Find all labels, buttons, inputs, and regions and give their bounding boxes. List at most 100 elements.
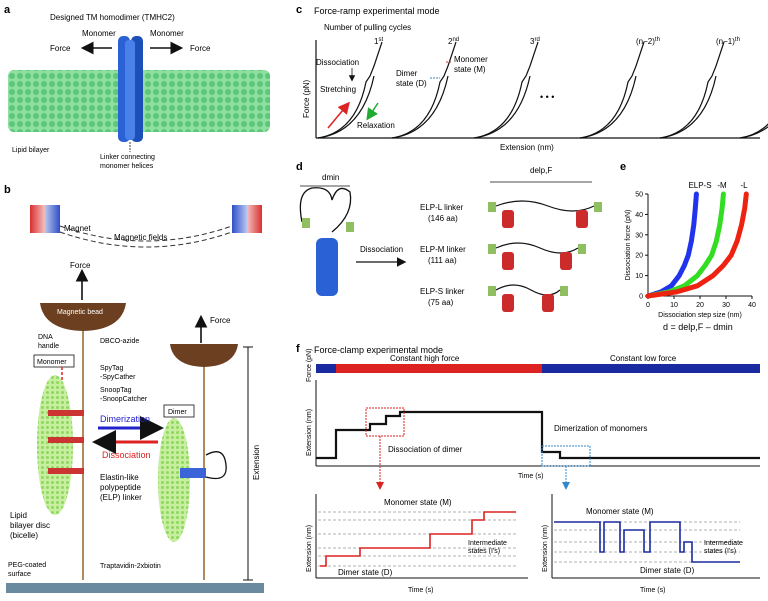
linker-handle-right bbox=[594, 202, 602, 212]
peg-label-1: PEG-coated bbox=[8, 562, 46, 569]
constant-low-label: Constant low force bbox=[610, 354, 677, 363]
panel-a-label: a bbox=[4, 4, 11, 16]
panel-a: a Designed TM homodimer (TMHC2) Monomer … bbox=[4, 4, 270, 170]
linker-note-line1: Linker connecting bbox=[100, 154, 155, 161]
compact-dimer bbox=[302, 218, 354, 296]
inset-left-dimer: Dimer state (D) bbox=[338, 568, 393, 577]
inset-left-intermediate-2: states (I's) bbox=[468, 548, 500, 555]
force-left-label: Force bbox=[50, 44, 71, 53]
spytag-label-1: SpyTag bbox=[100, 365, 123, 372]
dimerization-box bbox=[541, 445, 591, 467]
tm-homodimer-helices bbox=[118, 36, 143, 142]
stretching-label: Stretching bbox=[320, 85, 356, 94]
cycle-number-suffix: st bbox=[378, 37, 383, 43]
chart-y-label: Dissociation force (pN) bbox=[625, 210, 632, 281]
cycle-number-label: 3rd bbox=[530, 37, 540, 46]
panel-a-title: Designed TM homodimer (TMHC2) bbox=[50, 13, 175, 22]
linker-length: (111 aa) bbox=[428, 256, 457, 265]
chart-x-tick-label: 0 bbox=[646, 302, 650, 309]
inset-right-trace bbox=[554, 521, 740, 563]
panel-b: b Magnet Magnetic fields Force Magnetic … bbox=[4, 184, 264, 593]
delp-label: delp,F bbox=[530, 166, 552, 175]
relaxation-label: Relaxation bbox=[357, 121, 395, 130]
elp-loop-right bbox=[205, 451, 227, 480]
cycle-stretch-curve bbox=[473, 41, 539, 139]
inset-left-xlabel: Time (s) bbox=[408, 587, 433, 594]
monomer-box bbox=[33, 354, 75, 368]
pulling-cycle: 3rd bbox=[473, 37, 540, 139]
chart-legend-entry: ELP-S bbox=[688, 181, 711, 190]
monomer-helix-left bbox=[502, 252, 514, 270]
panel-d: d dmin Dissociation delp,F ELP-L linker(… bbox=[296, 161, 602, 312]
linker-handle-left bbox=[488, 286, 496, 296]
chart-x-tick-label: 40 bbox=[748, 302, 756, 309]
monomer-right-label: Monomer bbox=[150, 29, 184, 38]
magnetic-bead-right bbox=[170, 344, 238, 367]
chart-y-tick-label: 10 bbox=[635, 273, 643, 280]
cycle-relax-curve bbox=[473, 75, 531, 139]
dimer-box-label: Dimer bbox=[168, 409, 187, 416]
snooptag-label-2: -SnoopCatcher bbox=[100, 396, 148, 403]
lipid-bilayer-label: Lipid bilayer bbox=[12, 147, 50, 154]
dna-handle-label-1: DNA bbox=[38, 334, 53, 341]
dimer-state-label-1: Dimer bbox=[396, 69, 418, 78]
elp-linker-label-2: polypeptide bbox=[100, 483, 141, 492]
snooptag-label-1: SnoopTag bbox=[100, 387, 132, 394]
magnet-right bbox=[232, 205, 262, 233]
linker-handle-left bbox=[488, 244, 496, 254]
dimer-state-label-2: state (D) bbox=[396, 79, 427, 88]
linker-variant: ELP-M linker(111 aa) bbox=[420, 242, 586, 270]
extension-label-b: Extension bbox=[252, 445, 261, 480]
panel-c: c Force-ramp experimental mode Number of… bbox=[296, 4, 768, 152]
extension-trace bbox=[316, 410, 760, 460]
force-right-label: Force bbox=[190, 44, 211, 53]
panel-d-label: d bbox=[296, 161, 303, 173]
force-axis-label: Force (pN) bbox=[306, 349, 313, 382]
cycles-title: Number of pulling cycles bbox=[324, 23, 411, 32]
cycle-number-label: 2nd bbox=[448, 37, 459, 46]
chart-y-tick-label: 50 bbox=[635, 192, 643, 199]
linker-variant: ELP-L linker(146 aa) bbox=[420, 200, 602, 228]
cycle-number-label: (n−2)th bbox=[636, 37, 660, 46]
pulling-cycle: 1st bbox=[317, 37, 383, 139]
monomer-helix-left bbox=[502, 210, 514, 228]
force-bar-low-left bbox=[316, 364, 336, 373]
cycle-stretch-curve bbox=[317, 41, 383, 139]
cycle-relax-curve bbox=[579, 75, 637, 139]
linker-note-line2: monomer helices bbox=[100, 163, 154, 170]
dimerization-monomers-label: Dimerization of monomers bbox=[554, 424, 647, 433]
pulling-cycle: (n−1)th bbox=[659, 37, 740, 139]
peg-label-2: surface bbox=[8, 571, 31, 578]
traptavidin-label: Traptavidin-2xbiotin bbox=[100, 563, 161, 570]
monomer-helix-right bbox=[542, 294, 554, 312]
force-bar-high bbox=[336, 364, 542, 373]
chart-legend-entry: -L bbox=[740, 181, 748, 190]
linker-chain bbox=[495, 284, 561, 296]
bicelle-right bbox=[158, 418, 190, 542]
inset-right: Extension (nm) Time (s) Monomer state (M… bbox=[542, 494, 760, 594]
linker-handle-left bbox=[488, 202, 496, 212]
linker-handle-right bbox=[578, 244, 586, 254]
inset-left: Extension (nm) Time (s) Monomer state (M… bbox=[306, 494, 528, 594]
cycle-number-suffix: th bbox=[655, 37, 660, 43]
inset-left-levels bbox=[318, 511, 516, 567]
cycle-number-suffix: th bbox=[735, 37, 740, 43]
panel-f-title: Force-clamp experimental mode bbox=[314, 345, 443, 355]
cycle-relax-curve bbox=[391, 75, 449, 139]
cycle-relax-curve bbox=[739, 125, 768, 139]
cycle-relax-curve bbox=[659, 75, 717, 139]
magnetic-field-lines-2 bbox=[59, 225, 233, 242]
monomer-box-label: Monomer bbox=[37, 359, 67, 366]
panel-f: f Force-clamp experimental mode Constant… bbox=[296, 343, 760, 594]
dimer-box bbox=[163, 404, 195, 418]
chart-x-label: Dissociation step size (nm) bbox=[658, 312, 742, 319]
elp-linker-label-1: Elastin-like bbox=[100, 473, 139, 482]
cycle-number-suffix: rd bbox=[534, 37, 539, 43]
cycle-relax-curve bbox=[317, 75, 375, 139]
cycle-stretch-curve bbox=[391, 41, 457, 139]
magnetic-bead-label: Magnetic bead bbox=[57, 309, 103, 316]
dmin-label: dmin bbox=[322, 173, 339, 182]
